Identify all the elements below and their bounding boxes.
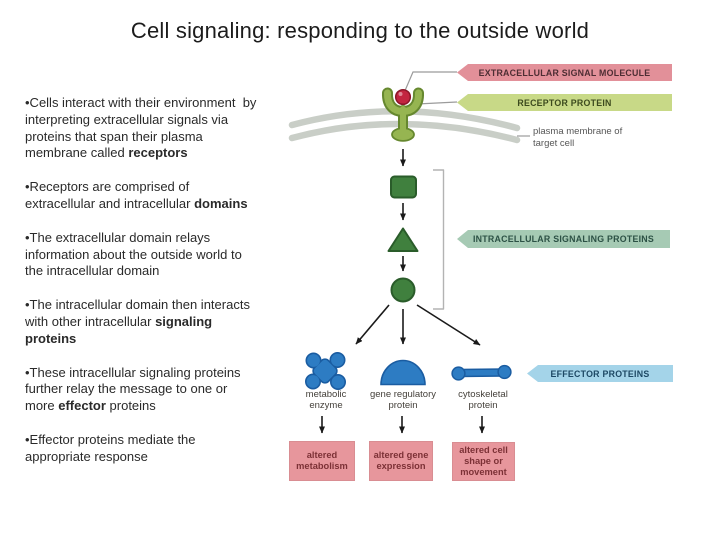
arrow-split-right xyxy=(416,304,481,346)
metabolic-enzyme-icon xyxy=(305,352,347,391)
bullet-list: •Cells interact with their environment b… xyxy=(25,95,303,483)
receptor-connector-line xyxy=(416,101,458,105)
banner-effector-proteins: EFFECTOR PROTEINS xyxy=(527,365,673,382)
cytoskeletal-protein-icon xyxy=(451,364,512,381)
signaling-protein-square-icon xyxy=(390,175,417,199)
banner-label: RECEPTOR PROTEIN xyxy=(517,97,612,108)
banner-intracellular-signaling-proteins: INTRACELLULAR SIGNALING PROTEINS xyxy=(457,230,670,248)
outcome-altered-gene-expression: altered gene expression xyxy=(369,441,433,481)
signaling-protein-triangle-icon xyxy=(387,227,419,252)
outcome-altered-cell-shape-movement: altered cell shape or movement xyxy=(452,442,515,481)
bullet-item: •Cells interact with their environment b… xyxy=(25,95,257,161)
bullet-item: •The intracellular domain then interacts… xyxy=(25,297,250,346)
label-metabolic-enzyme: metabolic enzyme xyxy=(305,389,347,412)
signal-molecule-icon xyxy=(394,88,412,106)
plasma-membrane-label: plasma membrane of target cell xyxy=(533,126,623,149)
arrow-split-left xyxy=(355,304,390,345)
signal-connector-line xyxy=(403,71,457,94)
banner-receptor-protein: RECEPTOR PROTEIN xyxy=(457,94,672,111)
signaling-protein-circle-icon xyxy=(390,277,416,303)
signaling-bracket xyxy=(433,169,445,310)
label-gene-regulatory-protein: gene regulatory protein xyxy=(369,389,437,412)
banner-extracellular-signal-molecule: EXTRACELLULAR SIGNAL MOLECULE xyxy=(457,64,672,81)
gene-regulatory-protein-icon xyxy=(380,359,426,386)
slide-title: Cell signaling: responding to the outsid… xyxy=(130,18,590,43)
banner-label: EXTRACELLULAR SIGNAL MOLECULE xyxy=(478,67,651,78)
receptor-protein-icon xyxy=(382,87,424,142)
banner-label: INTRACELLULAR SIGNALING PROTEINS xyxy=(472,234,654,244)
outcome-altered-metabolism: altered metabolism xyxy=(289,441,355,481)
banner-label: EFFECTOR PROTEINS xyxy=(550,368,650,379)
label-cytoskeletal-protein: cytoskeletal protein xyxy=(458,389,508,412)
